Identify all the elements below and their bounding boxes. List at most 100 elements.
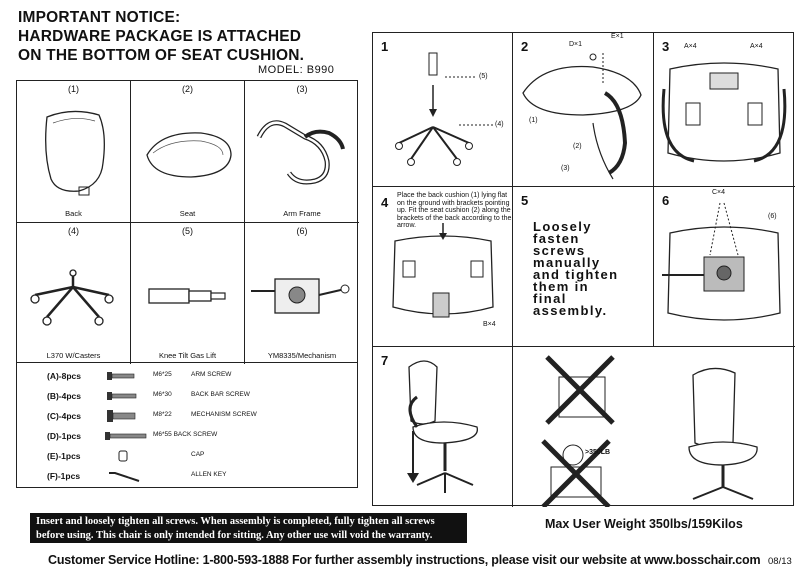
label-part-2: (2) <box>573 143 582 150</box>
step-2-illustration <box>522 53 642 180</box>
assembly-steps: 1 (5) (4) 2 D×1 E×1 (1) (2) (3) 3 A×4 A×… <box>372 32 795 507</box>
step-6: 6 C×4 (6) <box>654 187 795 347</box>
step-5-line: and tighten <box>533 267 619 282</box>
step-5-line: screws <box>533 243 586 258</box>
part-seat: (2) Seat <box>131 81 245 223</box>
step-4: 4 Place the back cushion (1) lying flat … <box>373 187 513 347</box>
step-5-line: them in <box>533 279 590 294</box>
hardware-row: (A)-8pcs M6*25 ARM SCREW <box>17 367 357 385</box>
weight-limit-label: >350LB <box>585 449 611 456</box>
warning-box: Insert and loosely tighten all screws. W… <box>30 513 467 543</box>
label-part-6: (6) <box>768 213 777 220</box>
warning-line-2: before using. This chair is only intende… <box>36 530 433 541</box>
hardware-qty: (D)-1pcs <box>47 431 82 441</box>
hardware-name: ALLEN KEY <box>191 471 227 478</box>
hardware-name: BACK BAR SCREW <box>191 391 250 398</box>
hardware-row: (D)-1pcs M6*55 BACK SCREW <box>17 427 357 445</box>
part-gas-lift: (5) Knee Tilt Gas Lift <box>131 223 245 364</box>
label-hardware-a-left: A×4 <box>684 43 697 50</box>
hardware-row: (C)-4pcs M8*22 MECHANISM SCREW <box>17 407 357 425</box>
step-1: 1 (5) (4) <box>373 33 513 187</box>
step-number: 7 <box>381 353 389 368</box>
part-number: (2) <box>182 84 193 94</box>
label-part-4: (4) <box>495 121 504 128</box>
part-caption: Seat <box>179 209 196 218</box>
parts-grid: (1) Back (2) Seat (3) Arm Frame (4) <box>16 80 359 364</box>
cap-icon <box>118 450 128 462</box>
warnings-panel: >350LB <box>513 347 795 507</box>
hardware-row: (E)-1pcs CAP <box>17 447 357 465</box>
step-3-illustration <box>661 62 787 163</box>
allen-key-icon <box>109 472 140 482</box>
step-2: 2 D×1 E×1 (1) (2) (3) <box>513 33 654 187</box>
step-5-instructions: Loosely fasten screws manually and tight… <box>533 219 619 318</box>
hardware-size: M6*55 BACK SCREW <box>153 431 218 438</box>
label-hardware-e: E×1 <box>611 33 624 40</box>
part-caption: Back <box>65 209 82 218</box>
hardware-size: M6*25 <box>153 371 172 378</box>
five-star-base-icon <box>30 269 114 326</box>
hardware-name: MECHANISM SCREW <box>191 411 257 418</box>
part-caption: Arm Frame <box>283 209 321 218</box>
part-base: (4) L370 W/Casters <box>17 223 131 364</box>
label-hardware-b: B×4 <box>483 321 496 328</box>
step-5-line: final <box>533 291 567 306</box>
customer-service-hotline: Customer Service Hotline: 1-800-593-1888… <box>48 553 761 567</box>
screw-icon <box>107 410 136 422</box>
label-part-3: (3) <box>561 165 570 172</box>
step-number: 2 <box>521 39 529 54</box>
hardware-row: (F)-1pcs ALLEN KEY <box>17 467 357 485</box>
step-number: 5 <box>521 193 529 208</box>
hardware-size: M6*30 <box>153 391 172 398</box>
label-part-5: (5) <box>479 73 488 80</box>
step-5-line: manually <box>533 255 601 270</box>
notice-line-1: IMPORTANT NOTICE: <box>18 9 181 26</box>
max-user-weight: Max User Weight 350lbs/159Kilos <box>545 517 743 531</box>
label-hardware-d: D×1 <box>569 41 583 48</box>
step-4-instructions: Place the back cushion (1) lying flat on… <box>397 192 512 229</box>
step-number: 3 <box>662 39 670 54</box>
mechanism-icon <box>251 278 350 314</box>
step-5: 5 Loosely fasten screws manually and tig… <box>513 187 654 347</box>
hardware-qty: (F)-1pcs <box>47 471 81 481</box>
part-mechanism: (6) YM8335/Mechanism <box>245 223 359 364</box>
arm-frame-icon <box>256 120 345 185</box>
hardware-name: ARM SCREW <box>191 371 232 378</box>
hardware-qty: (C)-4pcs <box>47 411 82 421</box>
screw-icon <box>107 392 137 400</box>
no-standing-icon <box>545 355 615 425</box>
model-number: MODEL: B990 <box>258 64 335 76</box>
part-number: (5) <box>182 226 193 236</box>
warning-line-1: Insert and loosely tighten all screws. W… <box>36 516 435 527</box>
screw-icon <box>107 372 135 380</box>
hardware-row: (B)-4pcs M6*30 BACK BAR SCREW <box>17 387 357 405</box>
gas-lift-icon <box>148 288 226 304</box>
label-hardware-a-right: A×4 <box>750 43 763 50</box>
step-1-illustration <box>395 52 493 166</box>
part-arm-frame: (3) Arm Frame <box>245 81 359 223</box>
step-5-line: assembly. <box>533 303 608 318</box>
hardware-size: M8*22 <box>153 411 172 418</box>
hardware-qty: (A)-8pcs <box>47 371 82 381</box>
important-notice: IMPORTANT NOTICE: HARDWARE PACKAGE IS AT… <box>18 8 304 65</box>
hardware-qty: (B)-4pcs <box>47 391 82 401</box>
label-part-1: (1) <box>529 117 538 124</box>
part-caption: YM8335/Mechanism <box>267 351 337 360</box>
hardware-list: (A)-8pcs M6*25 ARM SCREW (B)-4pcs M6*30 … <box>16 363 358 488</box>
step-4-illustration <box>392 223 494 318</box>
step-7: 7 <box>373 347 513 507</box>
part-back: (1) Back <box>17 81 131 223</box>
step-number: 6 <box>662 193 670 208</box>
step-5-line: fasten <box>533 231 580 246</box>
notice-line-3: ON THE BOTTOM OF SEAT CUSHION. <box>18 47 305 64</box>
label-hardware-c: C×4 <box>712 189 726 196</box>
chair-icon <box>688 367 758 500</box>
step-5-line: Loosely <box>533 219 592 234</box>
warnings-illustration <box>541 355 758 507</box>
hardware-name: CAP <box>191 451 205 458</box>
part-number: (1) <box>68 84 79 94</box>
step-3: 3 A×4 A×4 <box>654 33 795 187</box>
long-screw-icon <box>105 432 147 440</box>
hardware-qty: (E)-1pcs <box>47 451 81 461</box>
step-number: 1 <box>381 39 389 54</box>
